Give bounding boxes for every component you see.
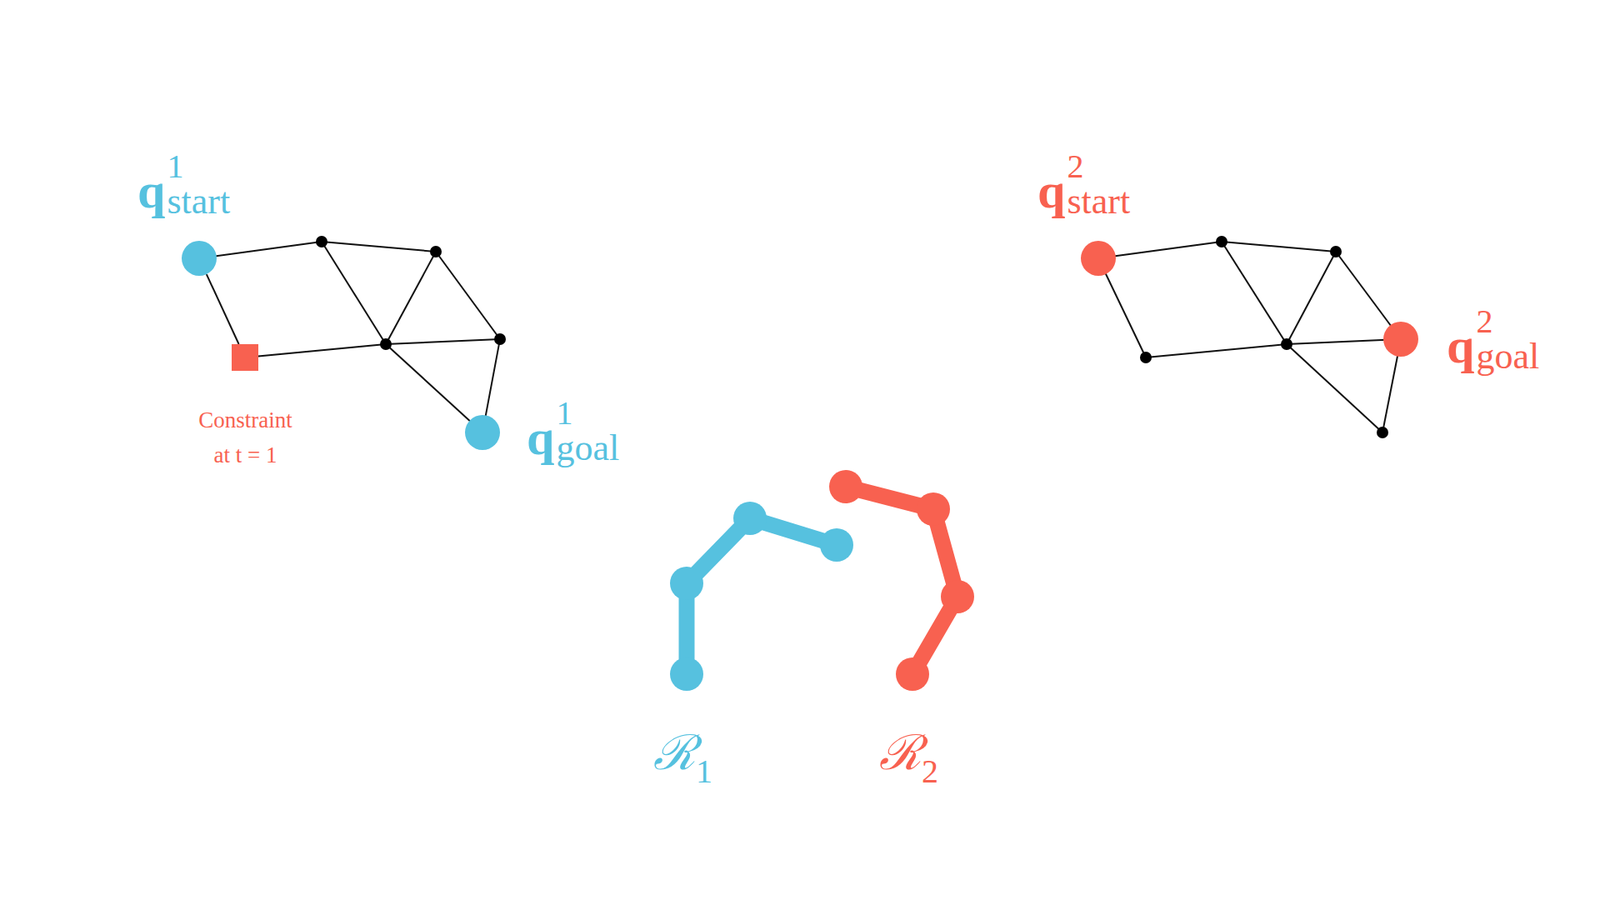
circle-shape (181, 240, 217, 276)
robot-index: 1 (555, 396, 620, 430)
configuration-label: q2start (1037, 150, 1130, 220)
config-subscript: start (166, 183, 230, 220)
configuration-node: q2goal (1383, 321, 1419, 357)
config-symbol: q (1446, 320, 1475, 371)
index-stack: 1start (166, 150, 230, 220)
index-stack: 1goal (555, 396, 620, 467)
robot-label: ℛ1 (653, 728, 713, 789)
circle-shape (465, 415, 500, 450)
configuration-label: q1goal (526, 396, 620, 467)
robot-arm-1 (670, 501, 854, 691)
configuration-label: q1start (137, 150, 230, 220)
config-subscript: goal (1475, 338, 1540, 375)
robot-index: 2 (921, 755, 939, 789)
config-symbol: q (526, 412, 555, 463)
configuration-node: q1goal (465, 415, 500, 450)
robot-arm-2 (829, 470, 975, 691)
robot-index: 2 (1066, 150, 1130, 184)
robot-symbol: ℛ (653, 728, 696, 777)
robot-index: 2 (1475, 305, 1540, 339)
circle-shape (1383, 321, 1419, 357)
config-subscript: goal (555, 430, 620, 467)
configuration-node: q2start (1080, 240, 1116, 276)
robot-label: ℛ2 (879, 728, 939, 789)
roadmap-vertices (315, 235, 1389, 439)
configuration-label: q2goal (1446, 305, 1540, 375)
square-shape (231, 344, 259, 371)
configuration-node: q1start (181, 240, 217, 276)
constraint-marker: Constraint at t = 1 (231, 344, 259, 371)
constraint-note: Constraint at t = 1 (193, 403, 298, 474)
circle-shape (1080, 240, 1116, 276)
robot-index: 1 (695, 755, 713, 789)
config-subscript: start (1066, 183, 1130, 220)
robot-index: 1 (166, 150, 230, 184)
index-stack: 2goal (1475, 305, 1540, 375)
config-symbol: q (137, 165, 165, 216)
roadmap-edges (199, 241, 1401, 433)
config-symbol: q (1037, 165, 1065, 216)
robot-symbol: ℛ (879, 728, 922, 777)
roadmap-edge (206, 274, 240, 345)
index-stack: 2start (1066, 150, 1130, 220)
